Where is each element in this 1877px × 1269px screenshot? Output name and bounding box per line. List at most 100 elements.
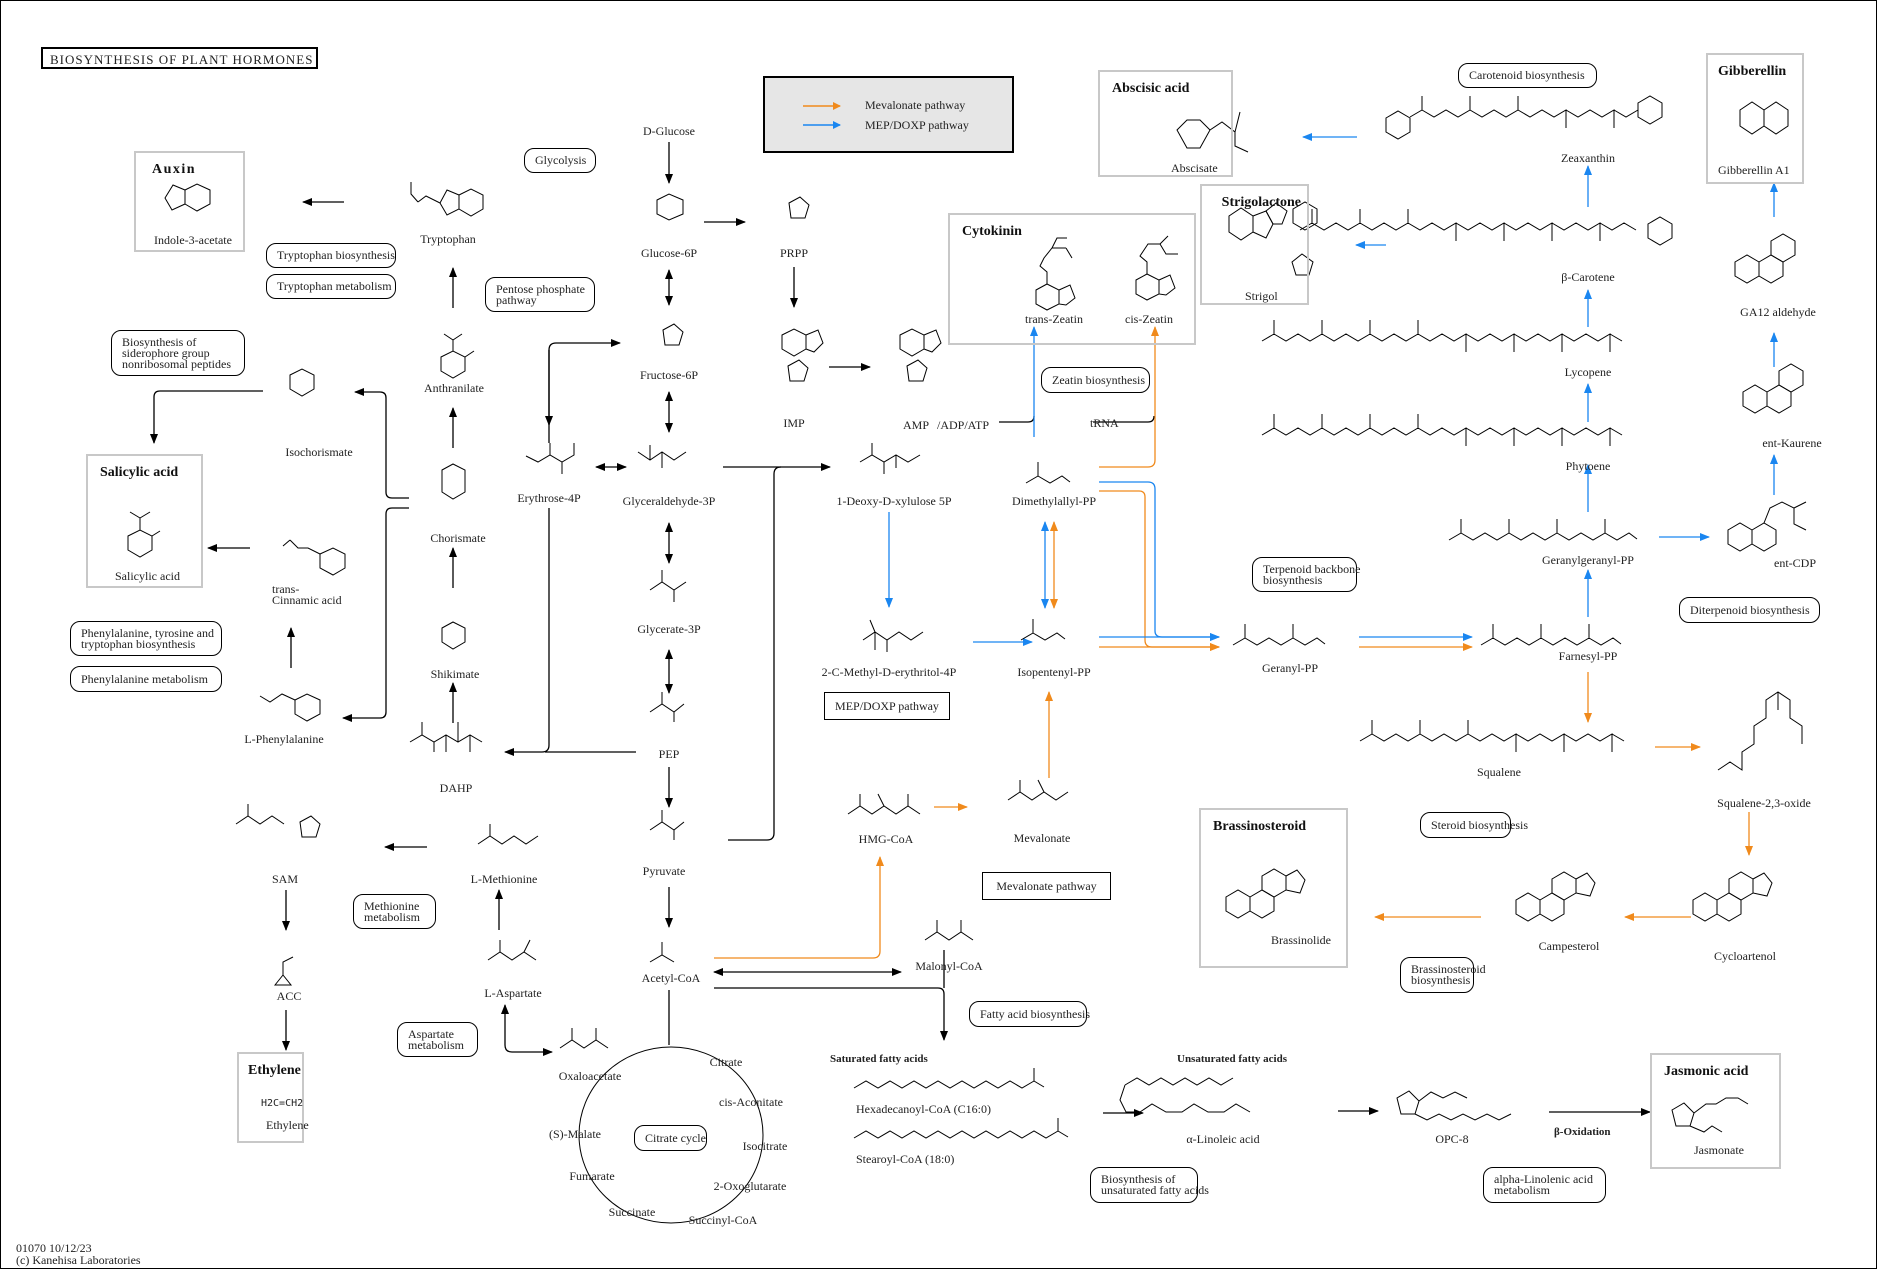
compound-fructose-6p[interactable]: Fructose-6P <box>640 368 698 382</box>
compound-tryptophan[interactable]: Tryptophan <box>420 232 476 246</box>
compound-hexadecanoyl-coa[interactable]: Hexadecanoyl-CoA (C16:0) <box>856 1102 991 1116</box>
compound-trans-zeatin[interactable]: trans-Zeatin <box>1025 312 1083 326</box>
compound-adp-atp[interactable]: /ADP/ATP <box>937 418 990 432</box>
compound-brassinolide[interactable]: Brassinolide <box>1271 933 1331 947</box>
compound-beta-carotene[interactable]: β-Carotene <box>1561 270 1615 284</box>
map-link-diterpenoid-biosynthesis[interactable]: Diterpenoid biosynthesis <box>1679 597 1820 623</box>
compound-geranyl-pp[interactable]: Geranyl-PP <box>1262 661 1318 675</box>
compound-geranylgeranyl-pp[interactable]: Geranylgeranyl-PP <box>1542 553 1634 567</box>
compound-iaa[interactable]: Indole-3-acetate <box>154 233 232 247</box>
compound-strigol[interactable]: Strigol <box>1245 289 1278 303</box>
compound-ethylene[interactable]: Ethylene <box>266 1118 309 1132</box>
hormone-box-abscisic[interactable]: Abscisic acid Abscisate <box>1098 70 1233 177</box>
compound-opc-8[interactable]: OPC-8 <box>1435 1132 1469 1146</box>
compound-shikimate[interactable]: Shikimate <box>430 667 480 681</box>
compound-cinnamic-line2[interactable]: Cinnamic acid <box>272 593 342 607</box>
compound-lycopene[interactable]: Lycopene <box>1564 365 1612 379</box>
compound-l-phenylalanine[interactable]: L-Phenylalanine <box>244 732 324 746</box>
compound-ent-kaurene[interactable]: ent-Kaurene <box>1762 436 1822 450</box>
compound-oxaloacetate[interactable]: Oxaloacetate <box>558 1069 622 1083</box>
compound-imp[interactable]: IMP <box>783 416 805 430</box>
compound-squalene[interactable]: Squalene <box>1477 765 1521 779</box>
compound-methyl-erythritol-4p[interactable]: 2-C-Methyl-D-erythritol-4P <box>821 665 957 679</box>
compound-pyruvate[interactable]: Pyruvate <box>642 864 686 878</box>
map-link-tryptophan-metabolism[interactable]: Tryptophan metabolism <box>266 274 396 299</box>
compound-glucose-6p[interactable]: Glucose-6P <box>641 246 697 260</box>
compound-isochorismate[interactable]: Isochorismate <box>285 445 353 459</box>
compound-erythrose-4p[interactable]: Erythrose-4P <box>517 491 581 505</box>
compound-acetyl-coa[interactable]: Acetyl-CoA <box>641 971 701 985</box>
map-link-phenylalanine-metabolism[interactable]: Phenylalanine metabolism <box>70 666 222 692</box>
compound-cis-aconitate[interactable]: cis-Aconitate <box>719 1095 783 1109</box>
compound-malonyl-coa[interactable]: Malonyl-CoA <box>915 959 983 973</box>
map-link-zeatin-biosynthesis[interactable]: Zeatin biosynthesis <box>1041 367 1150 393</box>
compound-amp[interactable]: AMP <box>903 418 930 432</box>
compound-trna[interactable]: tRNA <box>1090 416 1119 430</box>
compound-hmg-coa[interactable]: HMG-CoA <box>858 832 914 846</box>
hormone-box-strigolactone[interactable]: Strigolactone Strigol <box>1200 184 1309 305</box>
compound-ent-cdp[interactable]: ent-CDP <box>1774 556 1816 570</box>
compound-cycloartenol[interactable]: Cycloartenol <box>1714 949 1776 963</box>
compound-s-malate[interactable]: (S)-Malate <box>549 1127 601 1141</box>
hormone-box-brassinosteroid[interactable]: Brassinosteroid Brassinolide <box>1199 808 1348 968</box>
compound-dahp[interactable]: DAHP <box>439 781 473 795</box>
compound-prpp[interactable]: PRPP <box>779 246 809 260</box>
compound-stearoyl-coa[interactable]: Stearoyl-CoA (18:0) <box>856 1152 955 1166</box>
map-link-carotenoid-biosynthesis[interactable]: Carotenoid biosynthesis <box>1458 63 1597 88</box>
compound-pep[interactable]: PEP <box>658 747 680 761</box>
compound-isocitrate[interactable]: Isocitrate <box>742 1139 788 1153</box>
map-link-glycolysis[interactable]: Glycolysis <box>524 148 596 173</box>
compound-campesterol[interactable]: Campesterol <box>1538 939 1600 953</box>
compound-glycerate-3p[interactable]: Glycerate-3P <box>637 622 701 636</box>
hormone-box-salicylic[interactable]: Salicylic acid Salicylic acid <box>86 454 203 588</box>
compound-farnesyl-pp[interactable]: Farnesyl-PP <box>1558 649 1618 663</box>
compound-deoxy-xylulose-5p[interactable]: 1-Deoxy-D-xylulose 5P <box>836 494 952 508</box>
compound-zeaxanthin[interactable]: Zeaxanthin <box>1561 151 1615 165</box>
map-link-fatty-acid-biosynthesis[interactable]: Fatty acid biosynthesis <box>969 1001 1090 1027</box>
map-link-tryptophan-biosynthesis[interactable]: Tryptophan biosynthesis <box>266 243 396 268</box>
compound-anthranilate[interactable]: Anthranilate <box>424 381 484 395</box>
compound-succinyl-coa[interactable]: Succinyl-CoA <box>688 1213 758 1227</box>
compound-cinnamic-line1[interactable]: trans- <box>272 582 300 596</box>
compound-dimethylallyl-pp[interactable]: Dimethylallyl-PP <box>1012 494 1096 508</box>
compound-alpha-linoleic-acid[interactable]: α-Linoleic acid <box>1186 1132 1260 1146</box>
compound-sam[interactable]: SAM <box>271 872 299 886</box>
map-link-citrate-cycle[interactable]: Citrate cycle <box>634 1125 707 1151</box>
compound-glyceraldehyde-3p[interactable]: Glyceraldehyde-3P <box>622 494 716 508</box>
compound-fumarate[interactable]: Fumarate <box>569 1169 615 1183</box>
compound-jasmonate[interactable]: Jasmonate <box>1694 1143 1744 1157</box>
compound-d-glucose[interactable]: D-Glucose <box>643 124 695 138</box>
compound-salicylic-acid[interactable]: Salicylic acid <box>115 569 180 583</box>
compound-gibberellin-a1[interactable]: Gibberellin A1 <box>1718 163 1790 177</box>
compound-l-aspartate[interactable]: L-Aspartate <box>484 986 542 1000</box>
compound-mevalonate[interactable]: Mevalonate <box>1013 831 1071 845</box>
compound-cis-zeatin[interactable]: cis-Zeatin <box>1125 312 1173 326</box>
hormone-box-auxin[interactable]: Auxin Indole-3-acetate <box>134 151 245 252</box>
compound-isopentenyl-pp[interactable]: Isopentenyl-PP <box>1017 665 1091 679</box>
compound-acc[interactable]: ACC <box>276 989 302 1003</box>
compound-2-oxoglutarate[interactable]: 2-Oxoglutarate <box>713 1179 787 1193</box>
hormone-box-gibberellin[interactable]: Gibberellin Gibberellin A1 <box>1706 53 1804 184</box>
compound-squalene-oxide[interactable]: Squalene-2,3-oxide <box>1717 796 1811 810</box>
compound-phytoene[interactable]: Phytoene <box>1565 459 1611 473</box>
hormone-box-ethylene[interactable]: Ethylene H2C=CH2 Ethylene <box>237 1052 309 1143</box>
box-mevalonate-pathway[interactable]: Mevalonate pathway <box>982 872 1111 900</box>
map-link-steroid-biosynthesis[interactable]: Steroid biosynthesis <box>1420 812 1528 838</box>
compound-abscisate[interactable]: Abscisate <box>1171 161 1218 175</box>
compound-l-methionine[interactable]: L-Methionine <box>470 872 538 886</box>
hormone-box-jasmonic[interactable]: Jasmonic acid Jasmonate <box>1650 1053 1781 1169</box>
hormone-box-cytokinin[interactable]: Cytokinin trans-Zeatin cis-Zeatin <box>948 213 1196 345</box>
compound-ga12-aldehyde[interactable]: GA12 aldehyde <box>1740 305 1816 319</box>
compound-succinate[interactable]: Succinate <box>608 1205 656 1219</box>
compound-citrate[interactable]: Citrate <box>709 1055 743 1069</box>
box-mep-doxp-pathway[interactable]: MEP/DOXP pathway <box>824 692 950 720</box>
